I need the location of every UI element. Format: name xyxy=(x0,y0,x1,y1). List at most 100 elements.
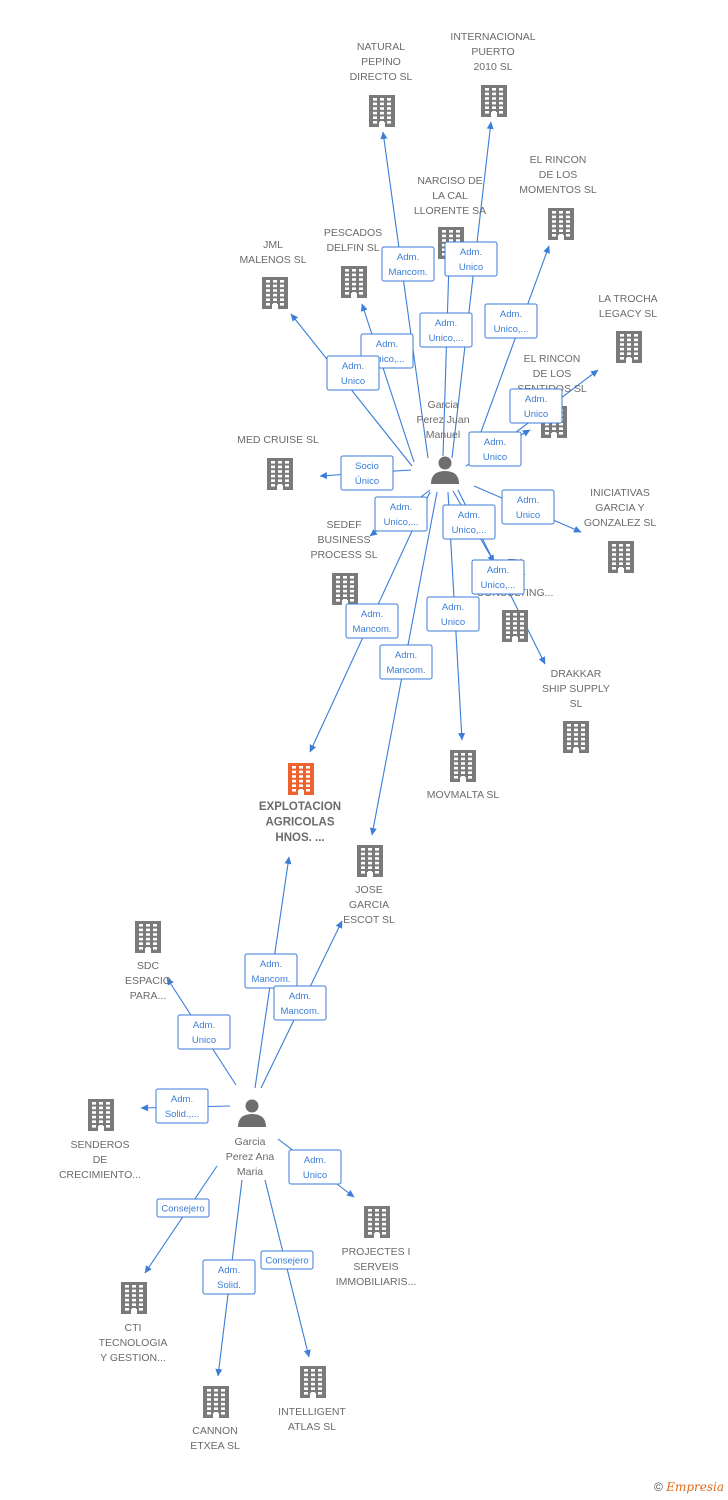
building-icon xyxy=(121,1282,147,1314)
edge-label-p1-drakkar[interactable]: Adm.Unico,... xyxy=(471,559,525,595)
edge-label-box xyxy=(156,1198,210,1218)
building-icon xyxy=(357,845,383,877)
edge-label-p1-movmalta[interactable]: Adm.Unico xyxy=(426,596,480,632)
node-label-line: CTI xyxy=(125,1322,142,1334)
edge-label-text: Adm. xyxy=(376,339,398,350)
company-label-senderos[interactable]: SENDEROSDECRECIMIENTO... xyxy=(59,1139,141,1181)
edge-label-p1-iniciativas[interactable]: Adm.Unico xyxy=(501,489,555,525)
edge-label-text: Adm. xyxy=(487,565,509,576)
edge-label-p1-sedef[interactable]: Adm.Unico,... xyxy=(374,496,428,532)
edge-label-box xyxy=(177,1014,231,1050)
building-icon xyxy=(267,458,293,490)
building-icon xyxy=(262,277,288,309)
edge-label-text: Adm. xyxy=(435,318,457,329)
company-node-pescados[interactable]: PESCADOS DELFIN SL xyxy=(324,227,382,298)
company-node-sdc[interactable]: SDCESPACIOPARA... xyxy=(125,921,171,1002)
edge-label-p1-rincon_momentos[interactable]: Adm.Unico,... xyxy=(484,303,538,339)
node-label-line: TECNOLOGIA xyxy=(99,1337,168,1349)
company-node-projectes[interactable]: PROJECTES ISERVEISIMMOBILIARIS... xyxy=(336,1206,417,1288)
node-label-line: DELFIN SL xyxy=(326,242,379,254)
node-label-line: SHIP SUPPLY xyxy=(542,683,610,695)
company-label-projectes[interactable]: PROJECTES ISERVEISIMMOBILIARIS... xyxy=(336,1246,417,1288)
company-node-movmalta[interactable]: MOVMALTA SL xyxy=(427,750,500,801)
edge-label-p1-rincon_sentidos[interactable]: Adm.Unico xyxy=(468,431,522,467)
edge-label-p2-cti[interactable]: Consejero xyxy=(156,1198,210,1218)
edge-label-p1-jose[interactable]: Adm.Mancom. xyxy=(379,644,433,680)
empresia-logo[interactable]: Empresia xyxy=(666,1480,724,1494)
edge-label-text: Socio xyxy=(355,461,379,472)
node-label-line: INTELLIGENT xyxy=(278,1406,346,1418)
edge-label-p2-explotacion[interactable]: Adm.Mancom. xyxy=(244,953,298,989)
edge-label-box xyxy=(379,644,433,680)
company-label-pescados[interactable]: PESCADOS DELFIN SL xyxy=(324,227,382,254)
company-label-cti[interactable]: CTI TECNOLOGIA Y GESTION... xyxy=(99,1322,168,1364)
node-label-line: Y GESTION... xyxy=(100,1352,166,1364)
edge-label-text: Consejero xyxy=(161,1204,204,1215)
edge-label-p1-narciso[interactable]: Adm. Unico,... xyxy=(419,312,473,348)
company-node-senderos[interactable]: SENDEROSDECRECIMIENTO... xyxy=(59,1099,141,1181)
edge-label-p1-explotacion[interactable]: Adm.Mancom. xyxy=(345,603,399,639)
edge-label-p2-sdc[interactable]: Adm.Unico xyxy=(177,1014,231,1050)
edge-label-box xyxy=(468,431,522,467)
node-label-line: PEPINO xyxy=(361,56,401,68)
edge-label-text: Mancom. xyxy=(388,267,427,278)
building-icon xyxy=(563,721,589,753)
person-icon xyxy=(431,456,459,484)
edge-label-p2-senderos[interactable]: Adm.Solid.,... xyxy=(155,1088,209,1124)
company-node-cti[interactable]: CTI TECNOLOGIA Y GESTION... xyxy=(99,1282,168,1364)
building-icon xyxy=(203,1386,229,1418)
edge-label-p2-intelligent[interactable]: Consejero xyxy=(260,1250,314,1270)
edge-label-p1-natural[interactable]: Adm.Mancom. xyxy=(381,246,435,282)
edge-label-p2-cannon[interactable]: Adm.Solid. xyxy=(202,1259,256,1295)
edge-label-p1-jml[interactable]: Adm.Unico xyxy=(326,355,380,391)
edge-label-text: Único xyxy=(355,476,379,487)
node-label-line: GARCIA xyxy=(349,899,389,911)
node-label-line: DE xyxy=(93,1154,108,1166)
company-label-medcruise[interactable]: MED CRUISE SL xyxy=(237,434,319,446)
node-label-line: PESCADOS xyxy=(324,227,382,239)
edge-label-p1-internacional[interactable]: Adm.Unico xyxy=(444,241,498,277)
company-node-medcruise[interactable]: MED CRUISE SL xyxy=(237,434,319,490)
company-label-explotacion[interactable]: EXPLOTACIONAGRICOLASHNOS. ... xyxy=(259,801,341,844)
company-node-explotacion[interactable]: EXPLOTACIONAGRICOLASHNOS. ... xyxy=(259,763,341,844)
edge-label-p1-therapy[interactable]: Adm.Unico,... xyxy=(442,504,496,540)
node-label-line: MOVMALTA SL xyxy=(427,789,500,801)
company-label-movmalta[interactable]: MOVMALTA SL xyxy=(427,789,500,801)
edge-label-text: Unico,... xyxy=(429,333,464,344)
edge-label-p2-projectes[interactable]: Adm.Unico xyxy=(288,1149,342,1185)
edge-label-text: Unico,... xyxy=(384,517,419,528)
company-label-sdc[interactable]: SDCESPACIOPARA... xyxy=(125,960,171,1002)
edge-label-text: Mancom. xyxy=(280,1006,319,1017)
edge-label-p2-jose[interactable]: Adm.Mancom. xyxy=(273,985,327,1021)
node-label-line: MED CRUISE SL xyxy=(237,434,319,446)
edge-label-p1-trocha[interactable]: Adm.Unico xyxy=(509,388,563,424)
